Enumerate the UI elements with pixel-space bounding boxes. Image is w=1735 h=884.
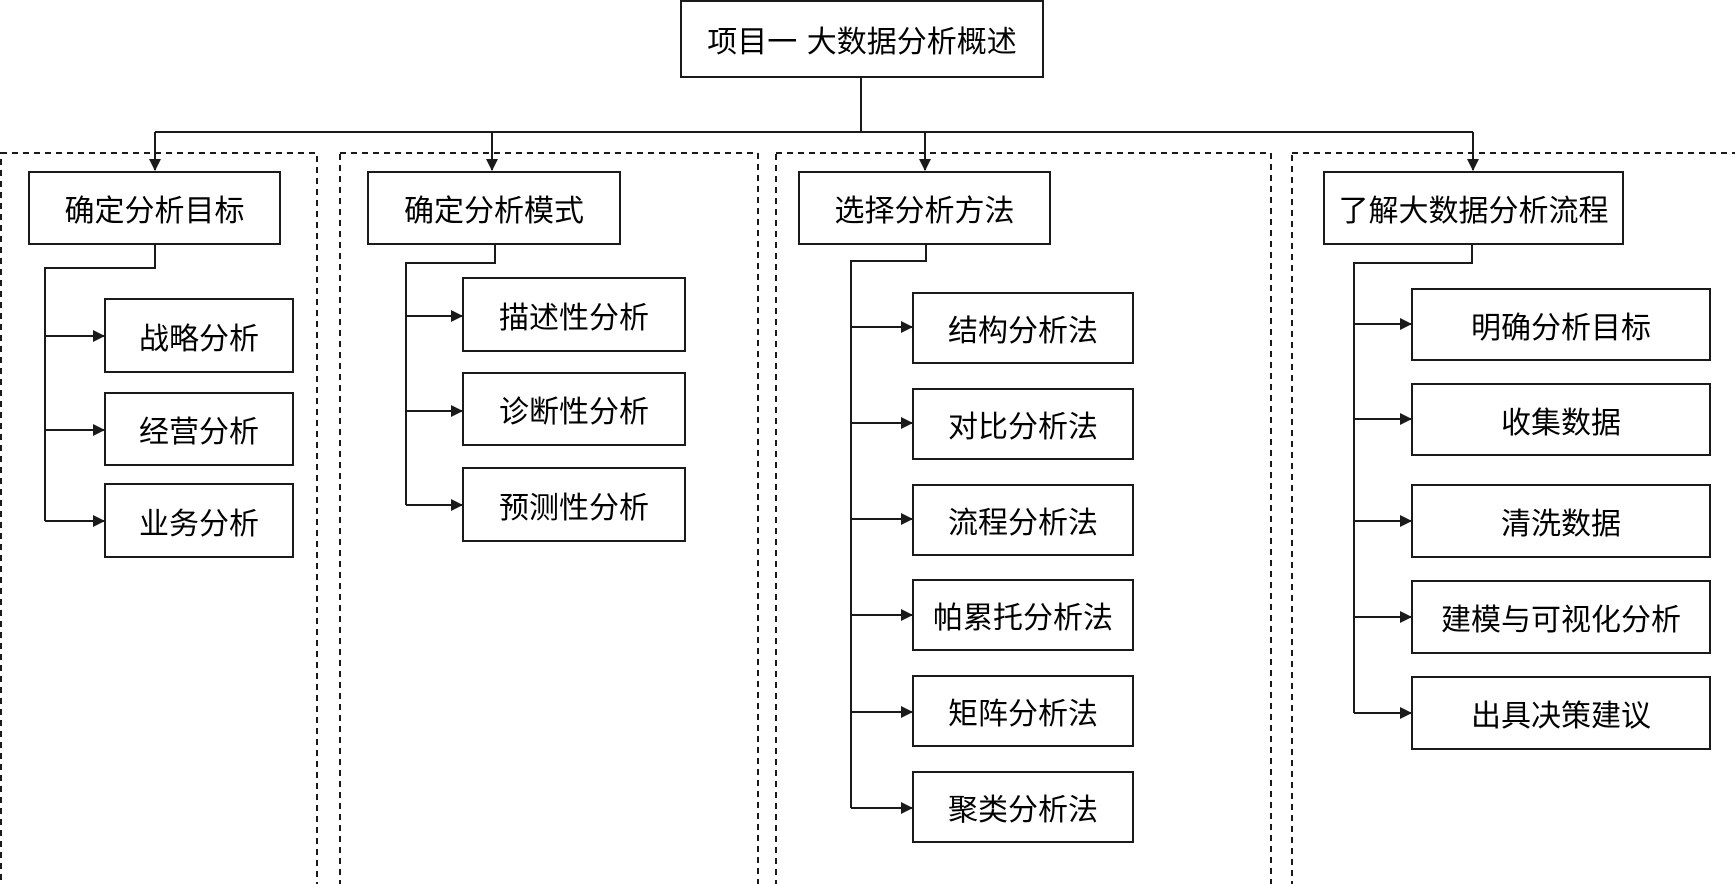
group-3-item-1: 结构分析法 [912, 292, 1134, 364]
group-frame-2 [339, 152, 759, 884]
group-3-item-1-label: 结构分析法 [948, 314, 1098, 349]
group-3-heading: 选择分析方法 [798, 171, 1051, 245]
group-2-item-1: 描述性分析 [462, 277, 686, 352]
group-frame-3 [775, 152, 1272, 884]
group-2-heading: 确定分析模式 [367, 171, 621, 245]
group-1-heading: 确定分析目标 [28, 171, 281, 245]
group-2-item-1-label: 描述性分析 [499, 300, 649, 336]
title-box: 项目一 大数据分析概述 [680, 0, 1044, 78]
group-1-branch [44, 244, 156, 521]
group-2-branch [405, 244, 496, 505]
group-4-item-2-label: 收集数据 [1501, 405, 1621, 441]
group-3-item-5: 矩阵分析法 [912, 675, 1134, 747]
group-3-item-6-label: 聚类分析法 [948, 793, 1098, 828]
group-2-item-3-label: 预测性分析 [499, 490, 649, 526]
group-3-item-3: 流程分析法 [912, 484, 1134, 556]
group-4-item-4: 建模与可视化分析 [1411, 580, 1711, 654]
group-4-item-1: 明确分析目标 [1411, 288, 1711, 361]
group-4-item-3: 清洗数据 [1411, 484, 1711, 558]
group-3-item-2-label: 对比分析法 [948, 410, 1098, 445]
group-2-item-3: 预测性分析 [462, 467, 686, 542]
group-4-item-1-label: 明确分析目标 [1471, 310, 1651, 346]
group-3-item-6: 聚类分析法 [912, 771, 1134, 843]
group-1-item-2: 经营分析 [104, 392, 294, 466]
group-3-item-3-label: 流程分析法 [948, 506, 1098, 541]
group-1-item-1-label: 战略分析 [139, 321, 259, 357]
group-4-item-3-label: 清洗数据 [1501, 507, 1621, 542]
group-3-item-4: 帕累托分析法 [912, 579, 1134, 651]
group-3-item-4-label: 帕累托分析法 [933, 601, 1113, 636]
group-4-item-5: 出具决策建议 [1411, 676, 1711, 750]
group-3-heading-label: 选择分析方法 [834, 194, 1015, 229]
group-4-heading: 了解大数据分析流程 [1323, 171, 1624, 245]
group-1-item-3: 业务分析 [104, 483, 294, 558]
group-4-branch [1353, 244, 1473, 713]
group-3-item-2: 对比分析法 [912, 388, 1134, 460]
title-label: 项目一 大数据分析概述 [707, 25, 1017, 60]
group-2-item-2: 诊断性分析 [462, 372, 686, 446]
group-2-heading-label: 确定分析模式 [404, 194, 584, 229]
group-3-item-5-label: 矩阵分析法 [948, 697, 1098, 732]
group-3-branch [850, 244, 927, 808]
group-4-item-5-label: 出具决策建议 [1471, 699, 1651, 734]
group-4-item-4-label: 建模与可视化分析 [1441, 603, 1681, 638]
group-frame-1 [0, 152, 318, 884]
group-1-heading-label: 确定分析目标 [64, 194, 245, 229]
group-1-item-2-label: 经营分析 [139, 415, 259, 450]
group-frame-4 [1291, 152, 1735, 884]
group-4-heading-label: 了解大数据分析流程 [1338, 194, 1609, 229]
group-2-item-2-label: 诊断性分析 [499, 395, 649, 430]
group-1-item-1: 战略分析 [104, 298, 294, 373]
group-4-item-2: 收集数据 [1411, 383, 1711, 456]
group-1-item-3-label: 业务分析 [139, 506, 259, 542]
